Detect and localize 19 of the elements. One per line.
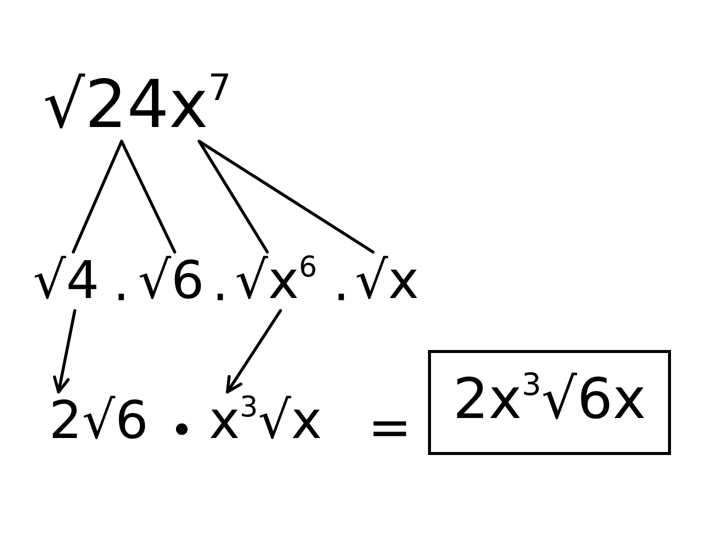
multiplication-dot: · xyxy=(212,278,229,320)
math-expression: √4 xyxy=(30,252,102,311)
math-expression: x$^{3}$√x xyxy=(206,392,325,451)
math-expression: 2√6 xyxy=(46,392,152,451)
math-expression: √x xyxy=(352,252,422,311)
arrow xyxy=(52,309,76,394)
math-expression: √6 xyxy=(135,252,208,311)
branch-line xyxy=(72,140,124,254)
equals-sign: = xyxy=(368,408,412,450)
arrow xyxy=(226,309,282,394)
math-expression: √24x$^{7}$ xyxy=(40,68,234,142)
branch-line xyxy=(198,140,269,254)
branch-line xyxy=(198,140,374,254)
boxed-result: 2x$^{3}$√6x xyxy=(428,350,671,455)
branch-line xyxy=(120,140,176,254)
math-expression: √x$^{6}$ xyxy=(232,252,320,311)
multiplication-dot: • xyxy=(170,415,194,447)
multiplication-dot: · xyxy=(333,278,350,320)
multiplication-dot: · xyxy=(113,278,130,320)
